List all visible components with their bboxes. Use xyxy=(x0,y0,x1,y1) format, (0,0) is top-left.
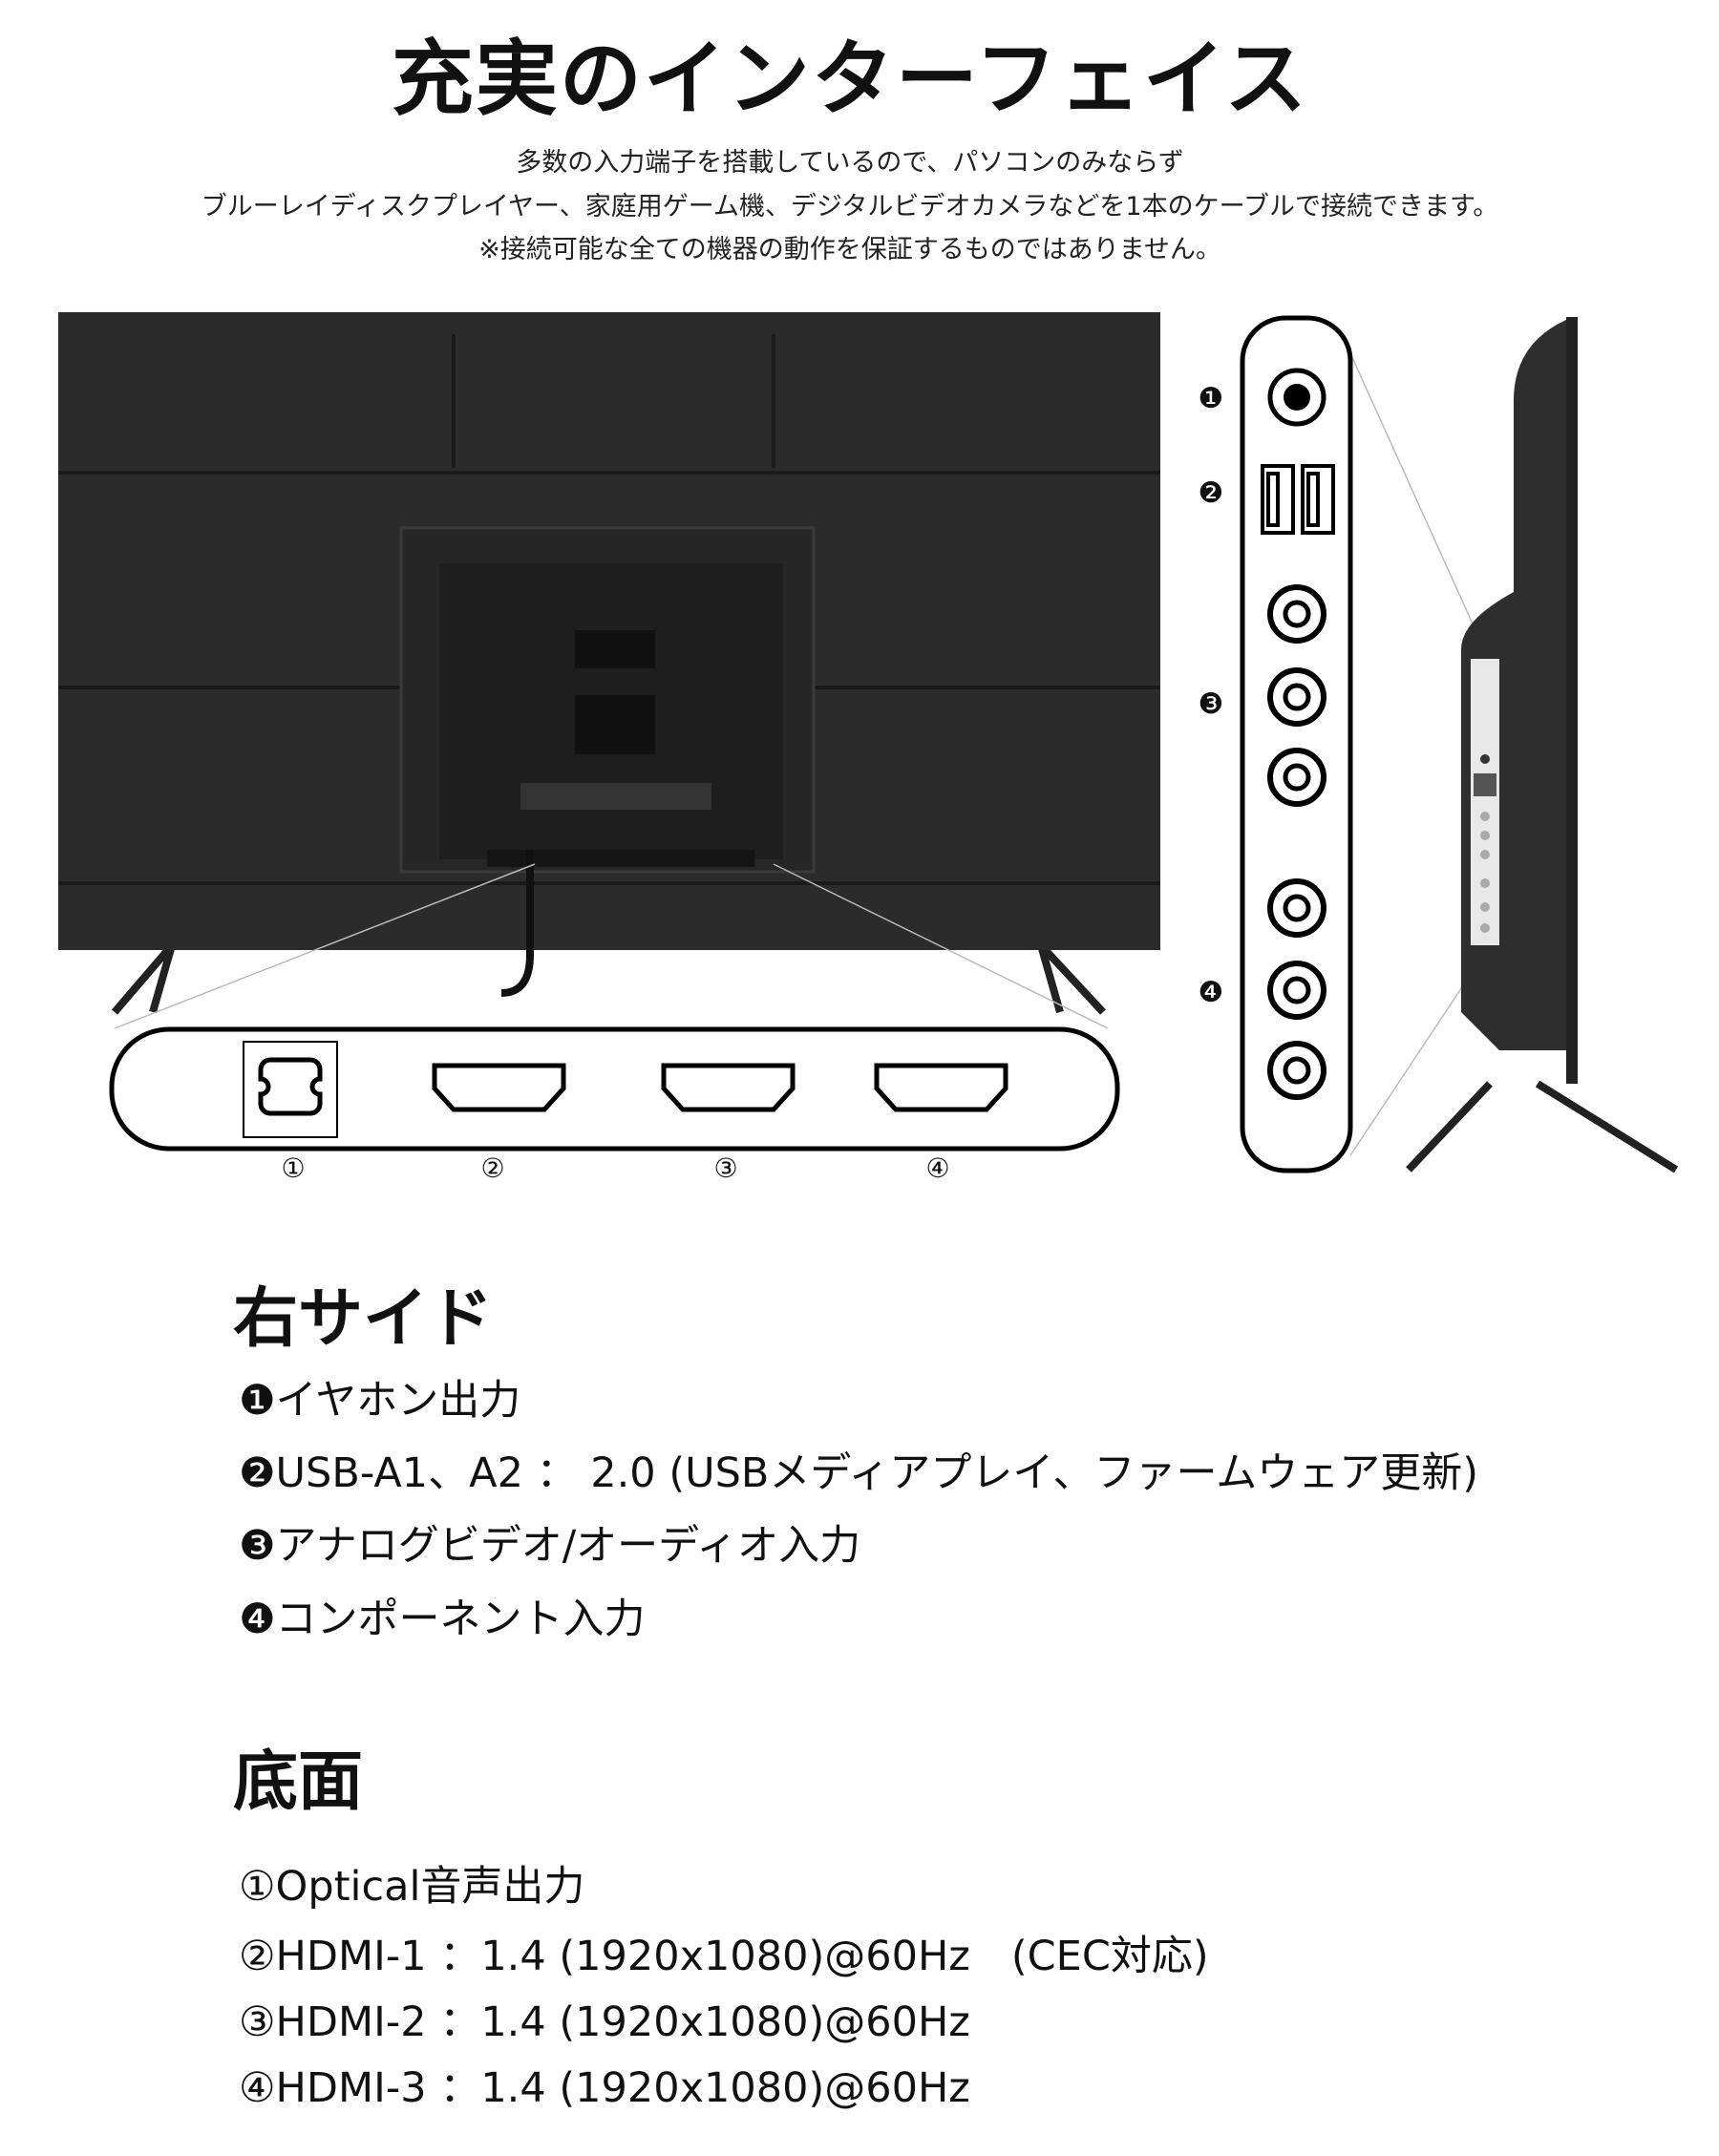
intro-line-2: ブルーレイディスクプレイヤー、家庭用ゲーム機、デジタルビデオカメラなどを1本のケ… xyxy=(201,192,1499,222)
hdmi-port-icons xyxy=(432,1063,1008,1112)
tv-rear-diagram xyxy=(58,312,1679,1173)
bottom-port-label-4: ④ xyxy=(925,1152,950,1184)
bottom-heading: 底面 xyxy=(233,1744,364,1820)
intro-line-1: 多数の入力端子を搭載しているので、パソコンのみならず xyxy=(516,148,1184,178)
earphone-jack-icon xyxy=(1267,368,1326,427)
power-cable xyxy=(500,850,534,997)
bottom-port-panel xyxy=(109,1026,1120,1152)
bottom-item-4: ④HDMI-3 ：1.4 (1920x1080)@60Hz xyxy=(239,2064,970,2112)
bottom-item-1: ①Optical音声出力 xyxy=(239,1863,585,1911)
page-title: 充実のインターフェイス xyxy=(391,32,1309,127)
right-side-item-2: ❷USB-A1、A2 ： 2.0 (USBメディアプレイ、ファームウェア更新) xyxy=(239,1449,1478,1497)
side-port-badge-4: ❹ xyxy=(1198,976,1224,1009)
bottom-item-3: ③HDMI-2 ：1.4 (1920x1080)@60Hz xyxy=(239,1998,970,2046)
tv-legs xyxy=(111,942,1106,1015)
side-port-badge-1: ❶ xyxy=(1198,382,1224,415)
usb-port-icon xyxy=(1261,464,1335,535)
bottom-port-label-3: ③ xyxy=(713,1152,738,1184)
side-port-badge-3: ❸ xyxy=(1198,687,1224,721)
optical-port-icon xyxy=(243,1041,338,1138)
tv-side-view xyxy=(1406,317,1679,1173)
bottom-port-label-2: ② xyxy=(480,1152,505,1184)
right-side-item-4: ❹コンポーネント入力 xyxy=(239,1596,646,1643)
right-side-item-3: ❸アナログビデオ/オーディオ入力 xyxy=(239,1522,861,1570)
bottom-port-label-1: ① xyxy=(281,1152,306,1184)
bottom-item-2: ②HDMI-1 ：1.4 (1920x1080)@60Hz (CEC対応) xyxy=(239,1933,1209,1980)
right-side-item-1: ❶イヤホン出力 xyxy=(239,1377,521,1425)
right-side-heading: 右サイド xyxy=(233,1281,494,1357)
side-port-badge-2: ❷ xyxy=(1198,476,1224,510)
intro-line-3: ※接続可能な全ての機器の動作を保証するものではありません。 xyxy=(478,235,1221,264)
rca-port-icons xyxy=(1267,584,1326,1100)
